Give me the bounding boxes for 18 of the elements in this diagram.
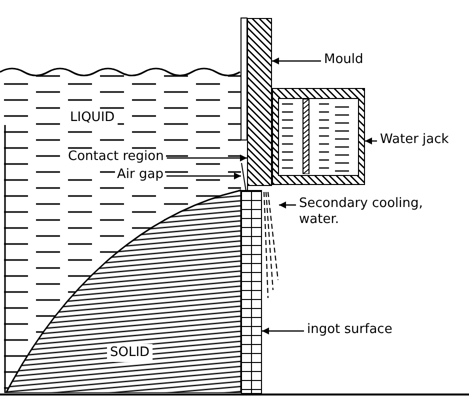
- region-label: LIQUID: [70, 110, 115, 126]
- leader-line: [272, 58, 321, 64]
- leader-line: [166, 154, 247, 162]
- mould-wall: [247, 18, 272, 186]
- water-jacket: [272, 88, 365, 185]
- solid-ingot-region: [5, 188, 241, 393]
- callout-label: Air gap: [115, 167, 166, 183]
- leader-line: [166, 172, 241, 180]
- leader-line: [365, 138, 377, 144]
- ingot-shell: [241, 190, 262, 394]
- callout-label: Contact region: [66, 149, 166, 165]
- water-spray-drawing: [263, 190, 279, 300]
- callout-label: Water jack: [378, 132, 451, 148]
- callout-label: ingot surface: [305, 322, 394, 338]
- leader-line: [262, 328, 304, 334]
- air-gap-wedge: [241, 163, 248, 191]
- region-label: SOLID: [110, 345, 150, 361]
- leader-line: [279, 202, 296, 208]
